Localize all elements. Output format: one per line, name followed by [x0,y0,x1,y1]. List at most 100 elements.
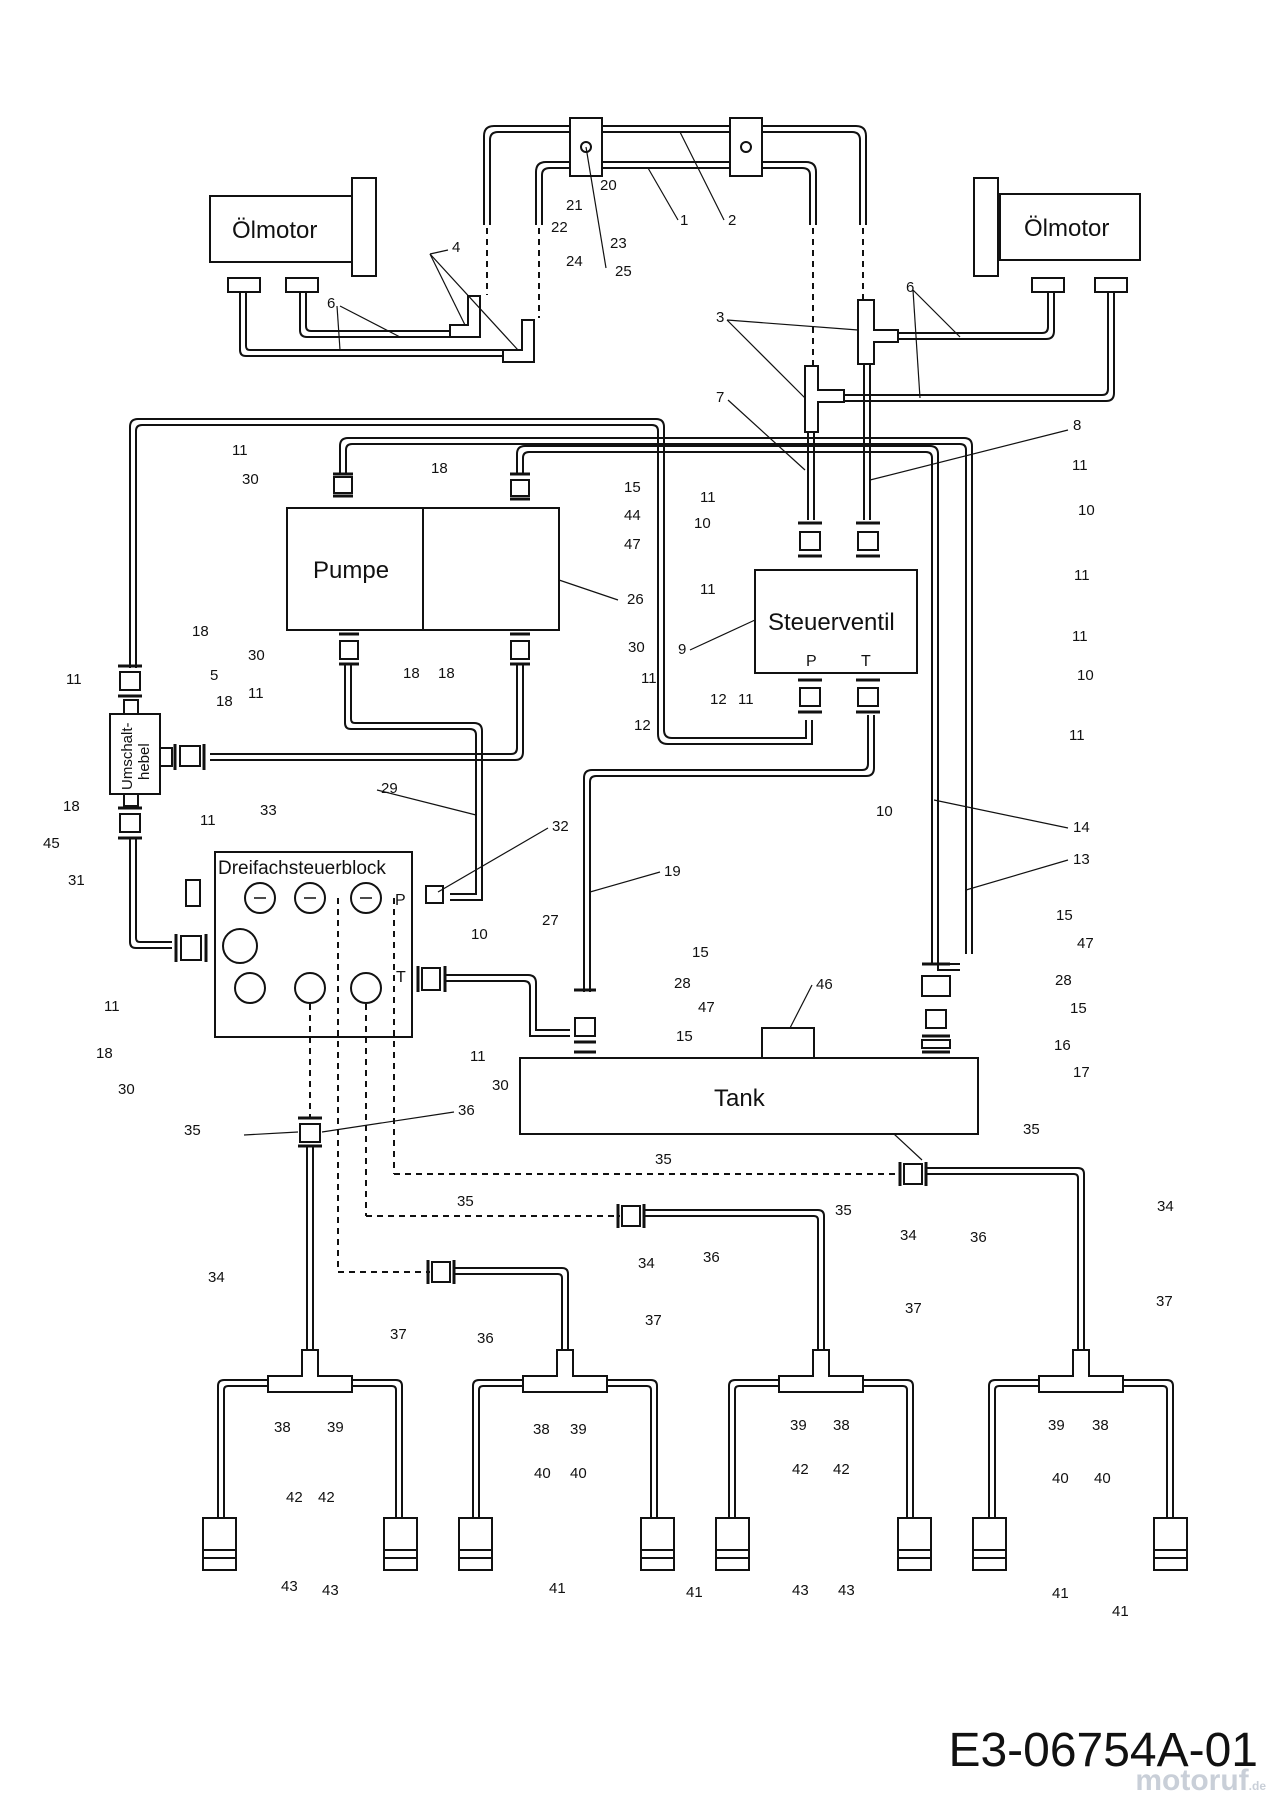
callout-number: 43 [838,1582,855,1599]
callout-number: 26 [627,591,644,608]
callout-number: 47 [1077,935,1094,952]
callout-number: 1 [680,212,688,229]
callout-number: 11 [738,691,754,708]
oil-motor-left-label: Ölmotor [232,217,317,244]
cylinder-group-1 [202,1349,418,1571]
triple-block-port-t: T [396,969,406,986]
watermark: motoruf.de [1135,1764,1266,1798]
callout-number: 18 [216,693,233,710]
callout-number: 16 [1054,1037,1071,1054]
callout-number: 42 [286,1489,303,1506]
dashed-connectors-top [486,228,864,365]
callout-number: 25 [615,263,632,280]
callout-number: 19 [664,863,681,880]
pump-fittings [333,472,530,666]
callout-number: 11 [1074,567,1090,584]
bulkhead-fitting-1 [298,1116,322,1148]
callout-number: 10 [471,926,488,943]
callout-number: 32 [552,818,569,835]
callout-number: 11 [200,812,216,829]
cylinder-group-2 [458,1349,675,1571]
callout-number: 30 [118,1081,135,1098]
callout-number: 10 [694,515,711,532]
drawing-code: E3-06754A-01 [948,1724,1258,1777]
callout-number: 11 [1072,457,1088,474]
callout-number: 10 [876,803,893,820]
callout-number: 11 [1072,628,1088,645]
clamp-right [729,117,763,177]
dashed-connectors-bottom [309,898,900,1273]
callout-number: 37 [390,1326,407,1343]
hoses-34 [306,1146,1085,1350]
callout-number: 39 [1048,1417,1065,1434]
callout-number: 34 [638,1255,655,1272]
callout-number: 18 [96,1045,113,1062]
callout-number: 11 [700,581,716,598]
triple-block-port-p: P [395,892,406,909]
callout-number: 31 [68,872,85,889]
callout-number: 11 [66,671,82,688]
callout-number: 44 [624,507,641,524]
callout-number: 33 [260,802,277,819]
callout-number: 43 [792,1582,809,1599]
callout-number: 40 [1052,1470,1069,1487]
callout-number: 18 [403,665,420,682]
callout-number: 23 [610,235,627,252]
pump-label: Pumpe [313,557,389,584]
callout-number: 35 [655,1151,672,1168]
callout-number: 4 [452,239,460,256]
callout-number: 28 [674,975,691,992]
callout-number: 6 [327,295,335,312]
callout-number: 11 [470,1048,486,1065]
elbow-fitting-1 [449,295,481,338]
callout-number: 35 [184,1122,201,1139]
callout-number: 18 [438,665,455,682]
watermark-name: motoruf [1135,1764,1249,1797]
callout-number: 41 [686,1584,703,1601]
callout-number: 18 [63,798,80,815]
oil-motor-left [209,177,377,293]
callout-number: 40 [534,1465,551,1482]
callout-number: 38 [274,1419,291,1436]
callout-number: 11 [700,489,716,506]
oil-motor-right-label: Ölmotor [1024,215,1109,242]
callout-number: 3 [716,309,724,326]
control-valve-label: Steuerventil [768,609,895,636]
triple-block-label: Dreifachsteuerblock [218,858,386,879]
bulkhead-fitting-3 [616,1204,646,1228]
callout-number: 34 [208,1269,225,1286]
callout-number: 35 [457,1193,474,1210]
callout-number: 15 [692,944,709,961]
callout-number: 14 [1073,819,1090,836]
bulkhead-fitting-4 [898,1162,928,1186]
callout-number: 8 [1073,417,1081,434]
control-valve-fittings [798,521,880,714]
callout-number: 46 [816,976,833,993]
callout-number: 39 [570,1421,587,1438]
callout-number: 30 [242,471,259,488]
callout-number: 9 [678,641,686,658]
callout-number: 35 [1023,1121,1040,1138]
callout-number: 43 [322,1582,339,1599]
callout-number: 21 [566,197,583,214]
callout-number: 30 [248,647,265,664]
shift-lever-label-2: hebel [136,743,153,780]
callout-number: 37 [1156,1293,1173,1310]
callout-number: 39 [790,1417,807,1434]
callout-number: 11 [1069,727,1085,744]
cylinder-group-4 [972,1349,1188,1571]
leader-lines [243,131,1069,1161]
callout-number: 20 [600,177,617,194]
tank [519,962,979,1135]
shift-lever-label-1: Umschalt- [119,722,136,790]
hose-27 [445,974,570,1037]
callout-number: 15 [1056,907,1073,924]
callout-number: 36 [703,1249,720,1266]
callout-number: 47 [624,536,641,553]
callout-number: 34 [1157,1198,1174,1215]
callout-number: 24 [566,253,583,270]
pump [286,507,560,631]
callout-number: 41 [549,1580,566,1597]
